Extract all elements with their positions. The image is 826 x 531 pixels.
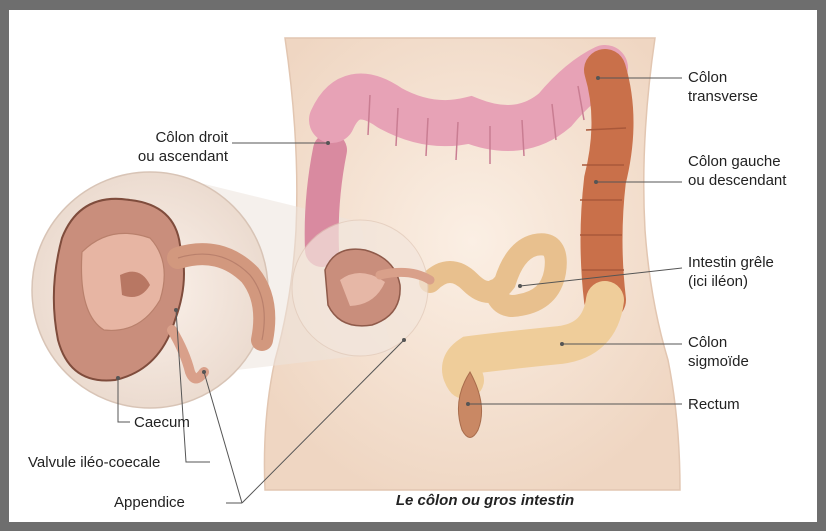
label-caecum: Caecum [134,413,190,432]
label-rectum: Rectum [688,395,740,414]
label-intestin-grele: Intestin grêle(ici iléon) [688,253,774,291]
label-appendice: Appendice [114,493,185,512]
figure-caption: Le côlon ou gros intestin [300,492,670,509]
label-valvule: Valvule iléo-coecale [28,453,160,472]
descending-colon [602,70,613,300]
